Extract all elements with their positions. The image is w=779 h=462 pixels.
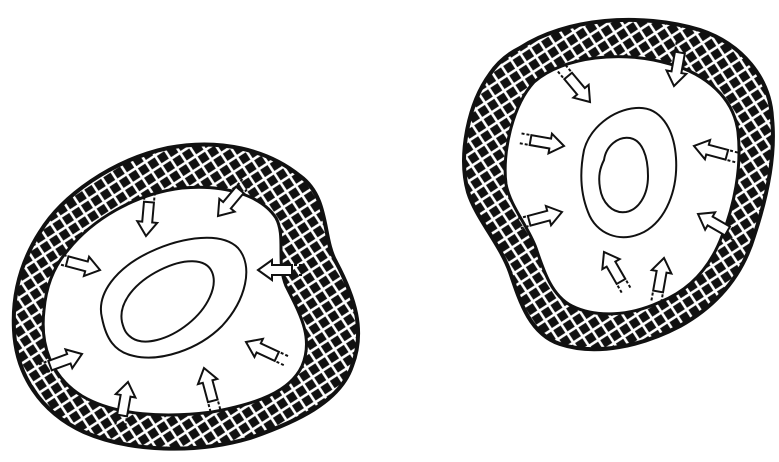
left-shape bbox=[14, 144, 358, 448]
right-shape bbox=[464, 20, 773, 349]
